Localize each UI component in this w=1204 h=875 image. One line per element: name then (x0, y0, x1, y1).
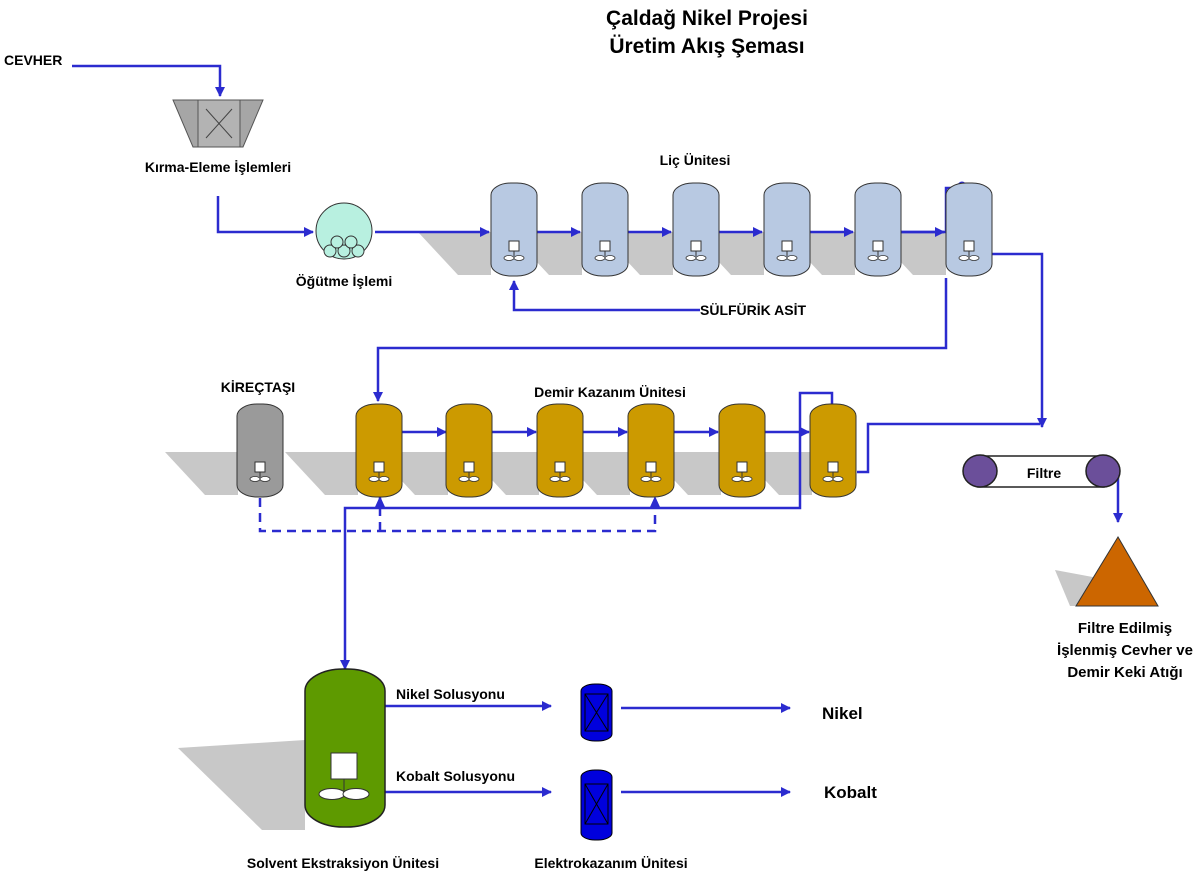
leach-tank-1 (490, 182, 538, 277)
residue-label-line3: Demir Keki Atığı (1067, 664, 1182, 681)
solvent-extraction-tank (304, 668, 386, 828)
limestone-tank (236, 403, 284, 498)
leach-tank-4 (763, 182, 811, 277)
iron-tank-5 (718, 403, 766, 498)
limestone-label: KİREÇTAŞI (221, 379, 295, 395)
cobalt-solution-label: Kobalt Solusyonu (396, 768, 515, 784)
diagram-title-line1: Çaldağ Nikel Projesi (606, 7, 808, 30)
iron-tank-2 (445, 403, 493, 498)
leach-tank-6 (945, 182, 993, 277)
crushing-label: Kırma-Eleme İşlemleri (145, 159, 291, 175)
nickel-product-label: Nikel (822, 704, 863, 723)
electrowinning-cell-cobalt (580, 769, 613, 841)
leach-tank-2 (581, 182, 629, 277)
residue-pile (1075, 536, 1159, 607)
sulfuric-acid-label: SÜLFÜRİK ASİT (700, 302, 806, 318)
electro-unit-label: Elektrokazanım Ünitesi (534, 855, 687, 871)
leach-unit-label: Liç Ünitesi (660, 152, 731, 168)
diagram-title-line2: Üretim Akış Şeması (609, 35, 804, 58)
residue-pile-shadow (1055, 570, 1098, 606)
grinding-label: Öğütme İşlemi (296, 273, 392, 289)
grinding-mill (315, 202, 373, 260)
cobalt-product-label: Kobalt (824, 783, 877, 802)
iron-tank-1 (355, 403, 403, 498)
iron-unit-label: Demir Kazanım Ünitesi (534, 384, 686, 400)
iron-tank-6 (809, 403, 857, 498)
solvent-tank-shadow (178, 740, 305, 830)
leach-tank-3 (672, 182, 720, 277)
nickel-solution-label: Nikel Solusyonu (396, 686, 505, 702)
residue-label-line2: İşlenmiş Cevher ve (1057, 642, 1193, 659)
crusher (172, 99, 264, 148)
iron-tank-3 (536, 403, 584, 498)
leach-tank-5 (854, 182, 902, 277)
limestone-feed-lines (258, 497, 657, 533)
iron-tank-4 (627, 403, 675, 498)
ore-label: CEVHER (4, 52, 62, 68)
limestone-feed-arrowheads (375, 496, 660, 507)
filter-label: Filtre (1027, 465, 1061, 481)
solvent-unit-label: Solvent Ekstraksiyon Ünitesi (247, 855, 439, 871)
flow-lines (72, 64, 1123, 797)
electrowinning-cell-nickel (580, 683, 613, 742)
residue-label-line1: Filtre Edilmiş (1078, 620, 1172, 637)
filter-belt (962, 454, 1121, 488)
